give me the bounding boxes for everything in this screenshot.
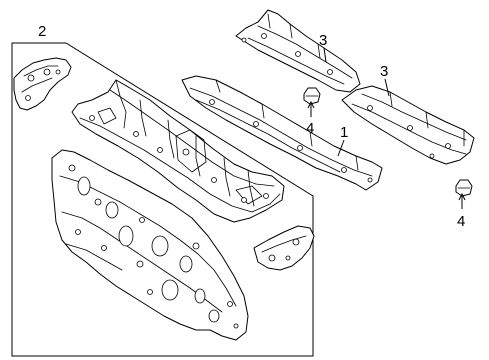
dash-panel-upper (71, 79, 285, 223)
callout-3-lower: 3 (380, 63, 388, 80)
small-bracket-upper-left (13, 57, 72, 111)
leader-arrow-4a (307, 100, 315, 109)
leader-line-3a (323, 47, 327, 63)
group-frame (11, 42, 314, 357)
callout-3-upper: 3 (319, 32, 327, 49)
cowl-vent-panel-upper (235, 9, 361, 93)
cowl-top-panel (181, 75, 383, 191)
clip-fastener-right (455, 179, 473, 197)
small-bracket-lower-right (253, 225, 315, 271)
callout-4-upper: 4 (306, 120, 314, 137)
callout-2: 2 (38, 23, 46, 40)
callout-4-right: 4 (457, 213, 465, 230)
cowl-vent-panel-lower (341, 85, 475, 165)
leader-arrow-4b (458, 192, 466, 201)
leader-line-3b (384, 78, 390, 97)
clip-fastener-upper (303, 87, 321, 105)
dash-panel-lower (51, 149, 249, 341)
callout-1: 1 (340, 124, 348, 141)
leader-line-1 (337, 139, 345, 157)
